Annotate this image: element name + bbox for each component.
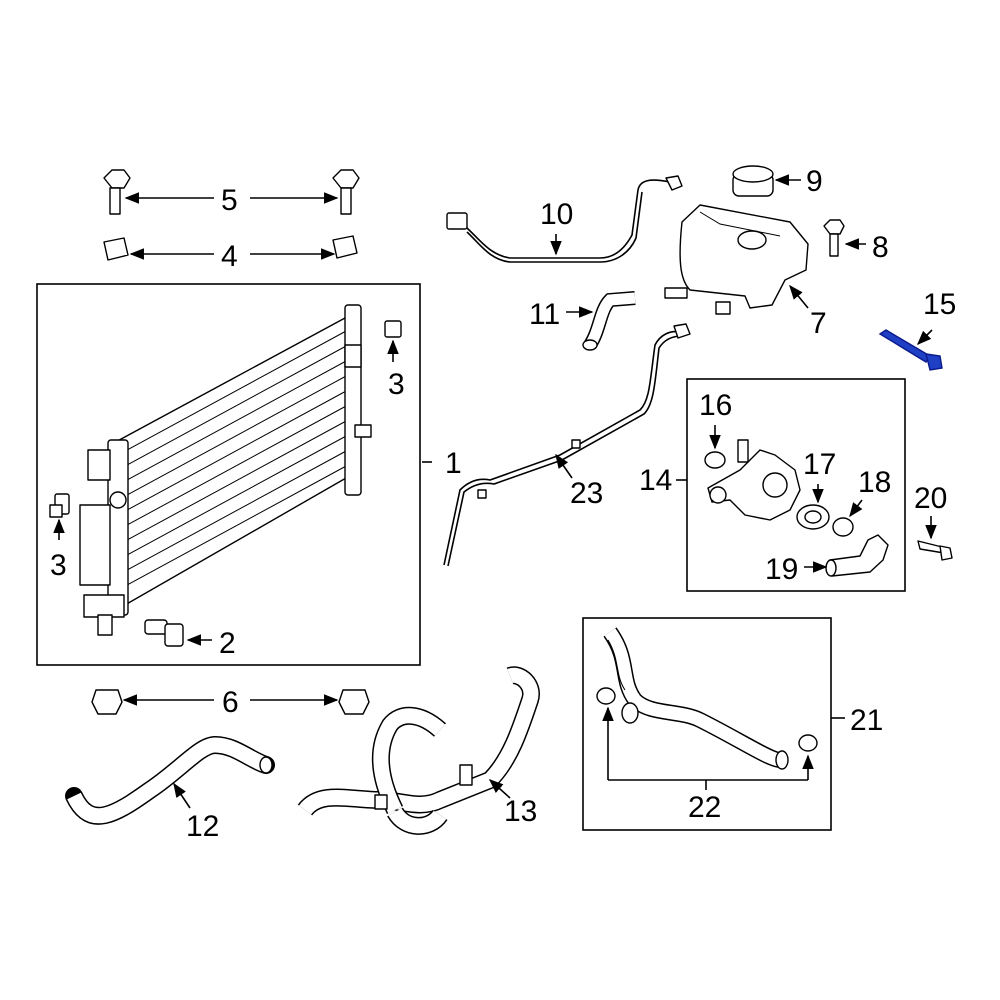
callout-9: 9 <box>806 165 823 198</box>
callout-3-lower: 3 <box>50 549 67 582</box>
bolt-15 <box>878 329 943 371</box>
clip-3-lower <box>49 493 70 540</box>
clip-3-upper <box>384 320 402 362</box>
bleed-tube-10 <box>446 175 683 263</box>
hose-frame <box>582 617 832 831</box>
nut-4-pair <box>103 235 358 261</box>
thermostat-frame <box>686 378 906 592</box>
callout-22: 22 <box>688 791 721 824</box>
bolt-8 <box>823 219 866 257</box>
callout-18: 18 <box>858 466 891 499</box>
radiator-group <box>36 283 432 666</box>
outlet-19 <box>804 534 889 577</box>
callout-5: 5 <box>221 184 238 217</box>
seal-18 <box>832 499 863 537</box>
callout-19: 19 <box>765 553 798 586</box>
bolt-5-pair <box>103 169 360 215</box>
hose-21 <box>603 627 789 770</box>
callout-4: 4 <box>221 240 238 273</box>
callout-3-upper: 3 <box>388 368 405 401</box>
callout-15: 15 <box>923 288 956 321</box>
callout-1: 1 <box>445 447 462 480</box>
callout-14: 14 <box>639 464 672 497</box>
callout-13: 13 <box>504 795 537 828</box>
clamp-22-pair <box>596 687 818 790</box>
radiator-core-lines <box>117 329 349 591</box>
hose-12 <box>65 736 275 825</box>
reservoir-cap-9 <box>732 165 801 197</box>
callout-8: 8 <box>872 231 889 264</box>
callout-16: 16 <box>699 389 732 422</box>
mount-6-pair <box>91 689 370 715</box>
callout-2: 2 <box>219 627 236 660</box>
callout-6: 6 <box>222 686 239 719</box>
callout-21: 21 <box>850 704 883 737</box>
thermostat-group <box>676 378 906 592</box>
hose-11 <box>566 291 636 351</box>
callout-7: 7 <box>810 307 827 340</box>
callout-11: 11 <box>529 298 560 331</box>
temp-sensor-2 <box>144 619 212 647</box>
callout-labels: 1 2 3 3 4 5 6 7 8 9 10 11 12 13 14 15 16… <box>50 165 956 843</box>
bolt-20 <box>917 516 953 561</box>
hose-13 <box>297 666 540 835</box>
callout-12: 12 <box>186 810 219 843</box>
water-outlet-hose-group <box>582 617 845 831</box>
callout-23: 23 <box>570 477 603 510</box>
thermostat-17 <box>796 484 830 530</box>
callout-17: 17 <box>803 448 836 481</box>
thermostat-housing <box>707 439 801 521</box>
radiator <box>79 304 372 636</box>
radiator-frame <box>36 283 421 666</box>
tube-23 <box>443 323 691 567</box>
seal-16 <box>704 425 726 469</box>
callout-10: 10 <box>540 198 573 231</box>
coolant-reservoir-7 <box>664 204 809 315</box>
callout-20: 20 <box>914 482 947 515</box>
